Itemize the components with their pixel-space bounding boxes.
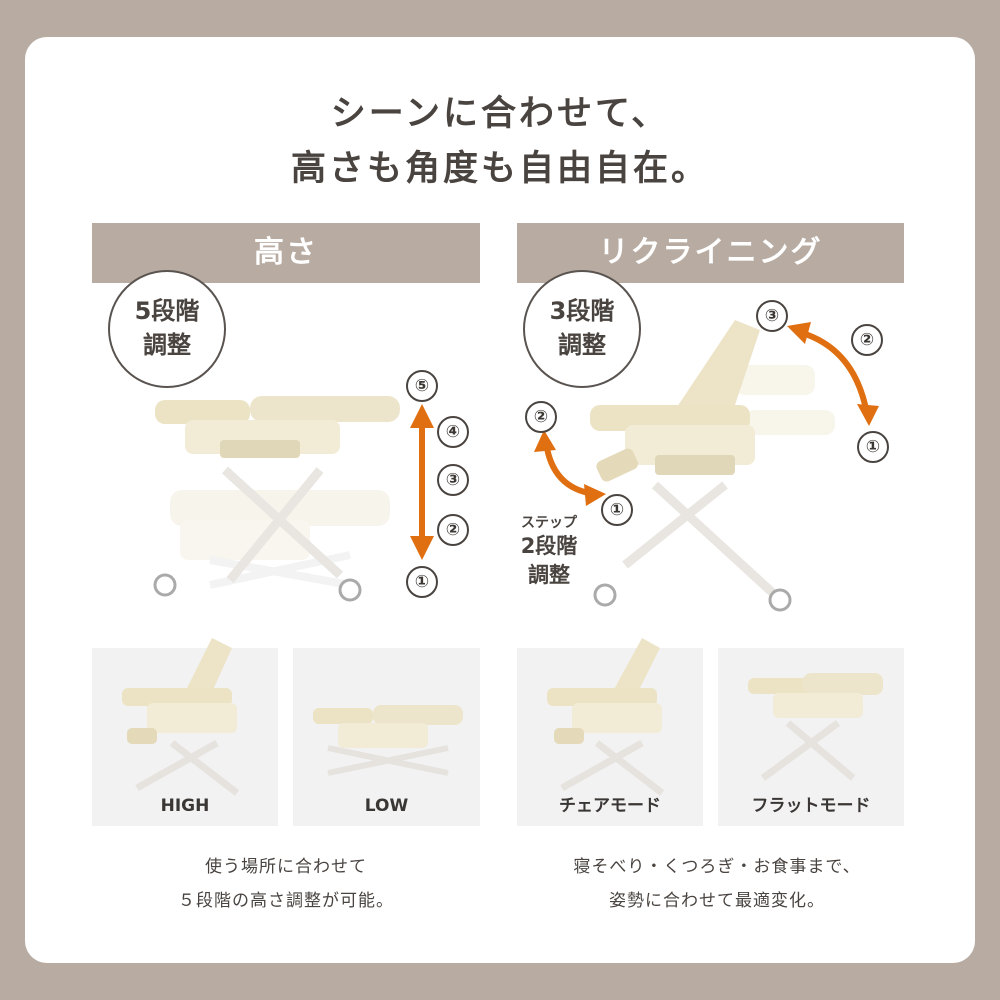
marker-2: ② [437,514,469,546]
chair-low-image [313,705,463,776]
chair-high-image [122,638,240,796]
stage-badge-line-2: 調整 [143,331,191,359]
marker-1: ① [406,566,438,598]
photo-label-flat-mode: フラットモード [751,796,871,816]
caption-line-1: 使う場所に合わせて [205,857,367,877]
stage-badge-line-1: 3段階 [549,297,615,325]
chair-mode-image [547,638,665,796]
photo-high: HIGH [92,638,278,826]
photo-flat-mode: フラットモード [718,648,904,826]
caption-line-1: 寝そべり・くつろぎ・お食事まで、 [573,857,861,877]
height-caption: 使う場所に合わせて ５段階の高さ調整が可能。 [92,850,480,918]
step-adjust-label: ステップ 2段階 調整 [505,512,593,590]
photo-label-high: HIGH [160,796,210,816]
photo-chair-mode: チェアモード [517,638,703,826]
marker-3: ③ [437,464,469,496]
height-chair-illustration [153,396,400,602]
headline-line-1: シーンに合わせて、 [330,94,670,134]
stage-badge-height: 5段階 調整 [108,270,226,388]
recline-marker-1: ① [857,431,889,463]
recline-chair-illustration [590,320,835,612]
step-label-small: ステップ [521,515,577,531]
recline-caption: 寝そべり・くつろぎ・お食事まで、 姿勢に合わせて最適変化。 [517,850,917,918]
step-curved-arrow [534,430,606,506]
photo-low: LOW [293,648,480,826]
photo-label-chair-mode: チェアモード [559,796,661,816]
recline-curved-arrow [787,322,879,426]
marker-4: ④ [437,416,469,448]
caption-line-2: ５段階の高さ調整が可能。 [178,891,394,911]
step-marker-1: ① [601,494,633,526]
headline-line-2: 高さも角度も自由自在。 [290,149,709,189]
stage-badge-line-2: 調整 [558,331,606,359]
marker-5: ⑤ [406,370,438,402]
caption-line-2: 姿勢に合わせて最適変化。 [609,891,825,911]
recline-marker-3: ③ [756,300,788,332]
step-label-line-2: 調整 [528,563,570,587]
step-label-line-1: 2段階 [520,534,578,558]
recline-marker-2: ② [851,324,883,356]
photo-label-low: LOW [364,796,409,816]
step-marker-2: ② [525,401,557,433]
stage-badge-recline: 3段階 調整 [523,270,641,388]
flat-mode-image [748,673,883,781]
stage-badge-line-1: 5段階 [134,297,200,325]
height-double-arrow [410,404,434,560]
